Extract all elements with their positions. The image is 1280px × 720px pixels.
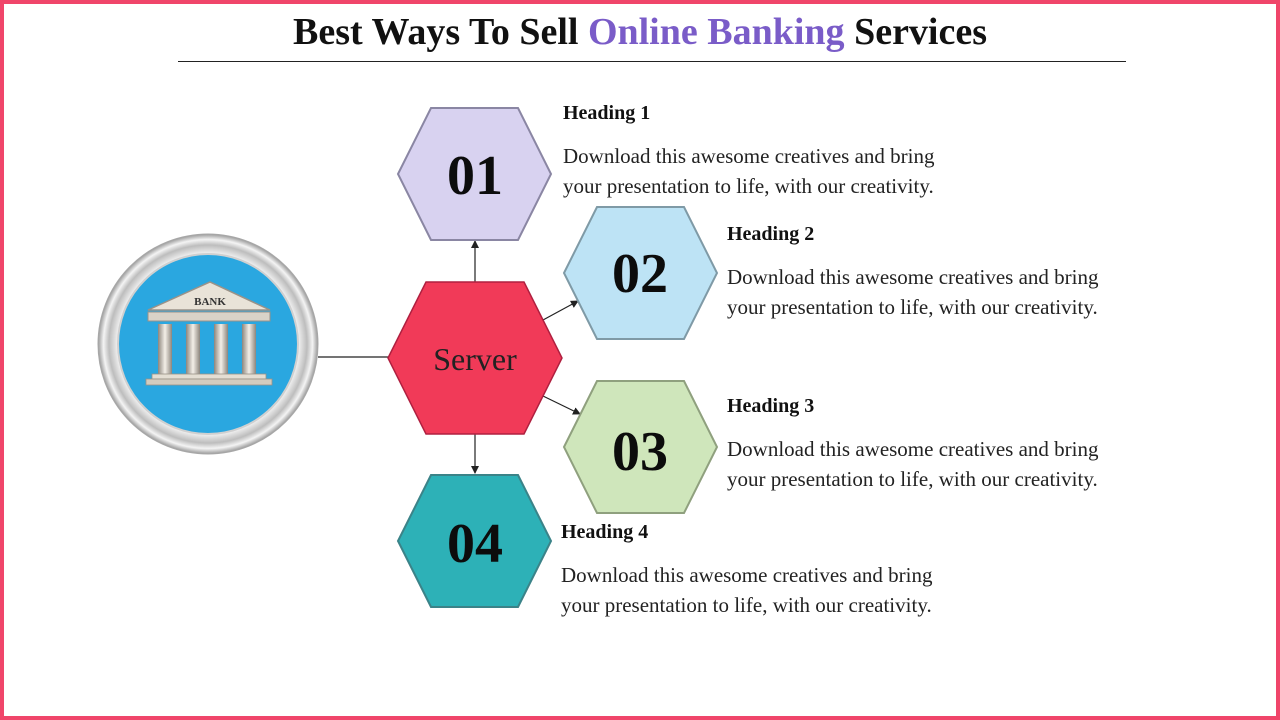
step-3-hexagon: 03 — [562, 380, 719, 514]
step-4-hexagon: 04 — [396, 474, 553, 608]
arrow-to-step-3 — [542, 395, 581, 415]
title-accent: Online Banking — [587, 11, 845, 53]
title-part-1: Best Ways To Sell — [292, 11, 588, 53]
step-1-number: 01 — [447, 145, 503, 207]
step-2-heading: Heading 2 — [727, 223, 815, 245]
step-4-description-line-2: your presentation to life, with our crea… — [561, 593, 932, 617]
step-4-description-line-1: Download this awesome creatives and brin… — [561, 563, 933, 587]
step-3-number: 03 — [612, 421, 668, 483]
slide-title: Best Ways To Sell Online Banking Service… — [0, 10, 1280, 54]
step-1-description-line-1: Download this awesome creatives and brin… — [563, 144, 935, 168]
step-1-heading: Heading 1 — [563, 102, 651, 124]
step-2-description: Download this awesome creatives and brin… — [727, 262, 1167, 322]
step-2-description-line-1: Download this awesome creatives and brin… — [727, 265, 1099, 289]
title-underline — [178, 61, 1126, 62]
step-2-hexagon: 02 — [562, 206, 719, 340]
step-1-description-line-2: your presentation to life, with our crea… — [563, 174, 934, 198]
step-3-description-line-2: your presentation to life, with our crea… — [727, 467, 1098, 491]
bank-label: BANK — [194, 296, 226, 308]
server-label: Server — [433, 341, 517, 377]
step-4-description: Download this awesome creatives and brin… — [561, 560, 1001, 620]
step-3-description: Download this awesome creatives and brin… — [727, 434, 1167, 494]
step-1-hexagon: 01 — [396, 107, 553, 241]
step-4-number: 04 — [447, 513, 503, 575]
title-part-2: Services — [844, 11, 988, 53]
step-2-description-line-2: your presentation to life, with our crea… — [727, 295, 1098, 319]
arrow-to-step-2 — [542, 300, 579, 321]
step-4-heading: Heading 4 — [561, 521, 649, 543]
step-3-description-line-1: Download this awesome creatives and brin… — [727, 437, 1099, 461]
bank-building-icon: BANK — [97, 233, 319, 455]
step-3-heading: Heading 3 — [727, 395, 815, 417]
server-node: Server — [387, 281, 563, 435]
step-1-description: Download this awesome creatives and brin… — [563, 141, 1003, 201]
step-2-number: 02 — [612, 243, 668, 305]
